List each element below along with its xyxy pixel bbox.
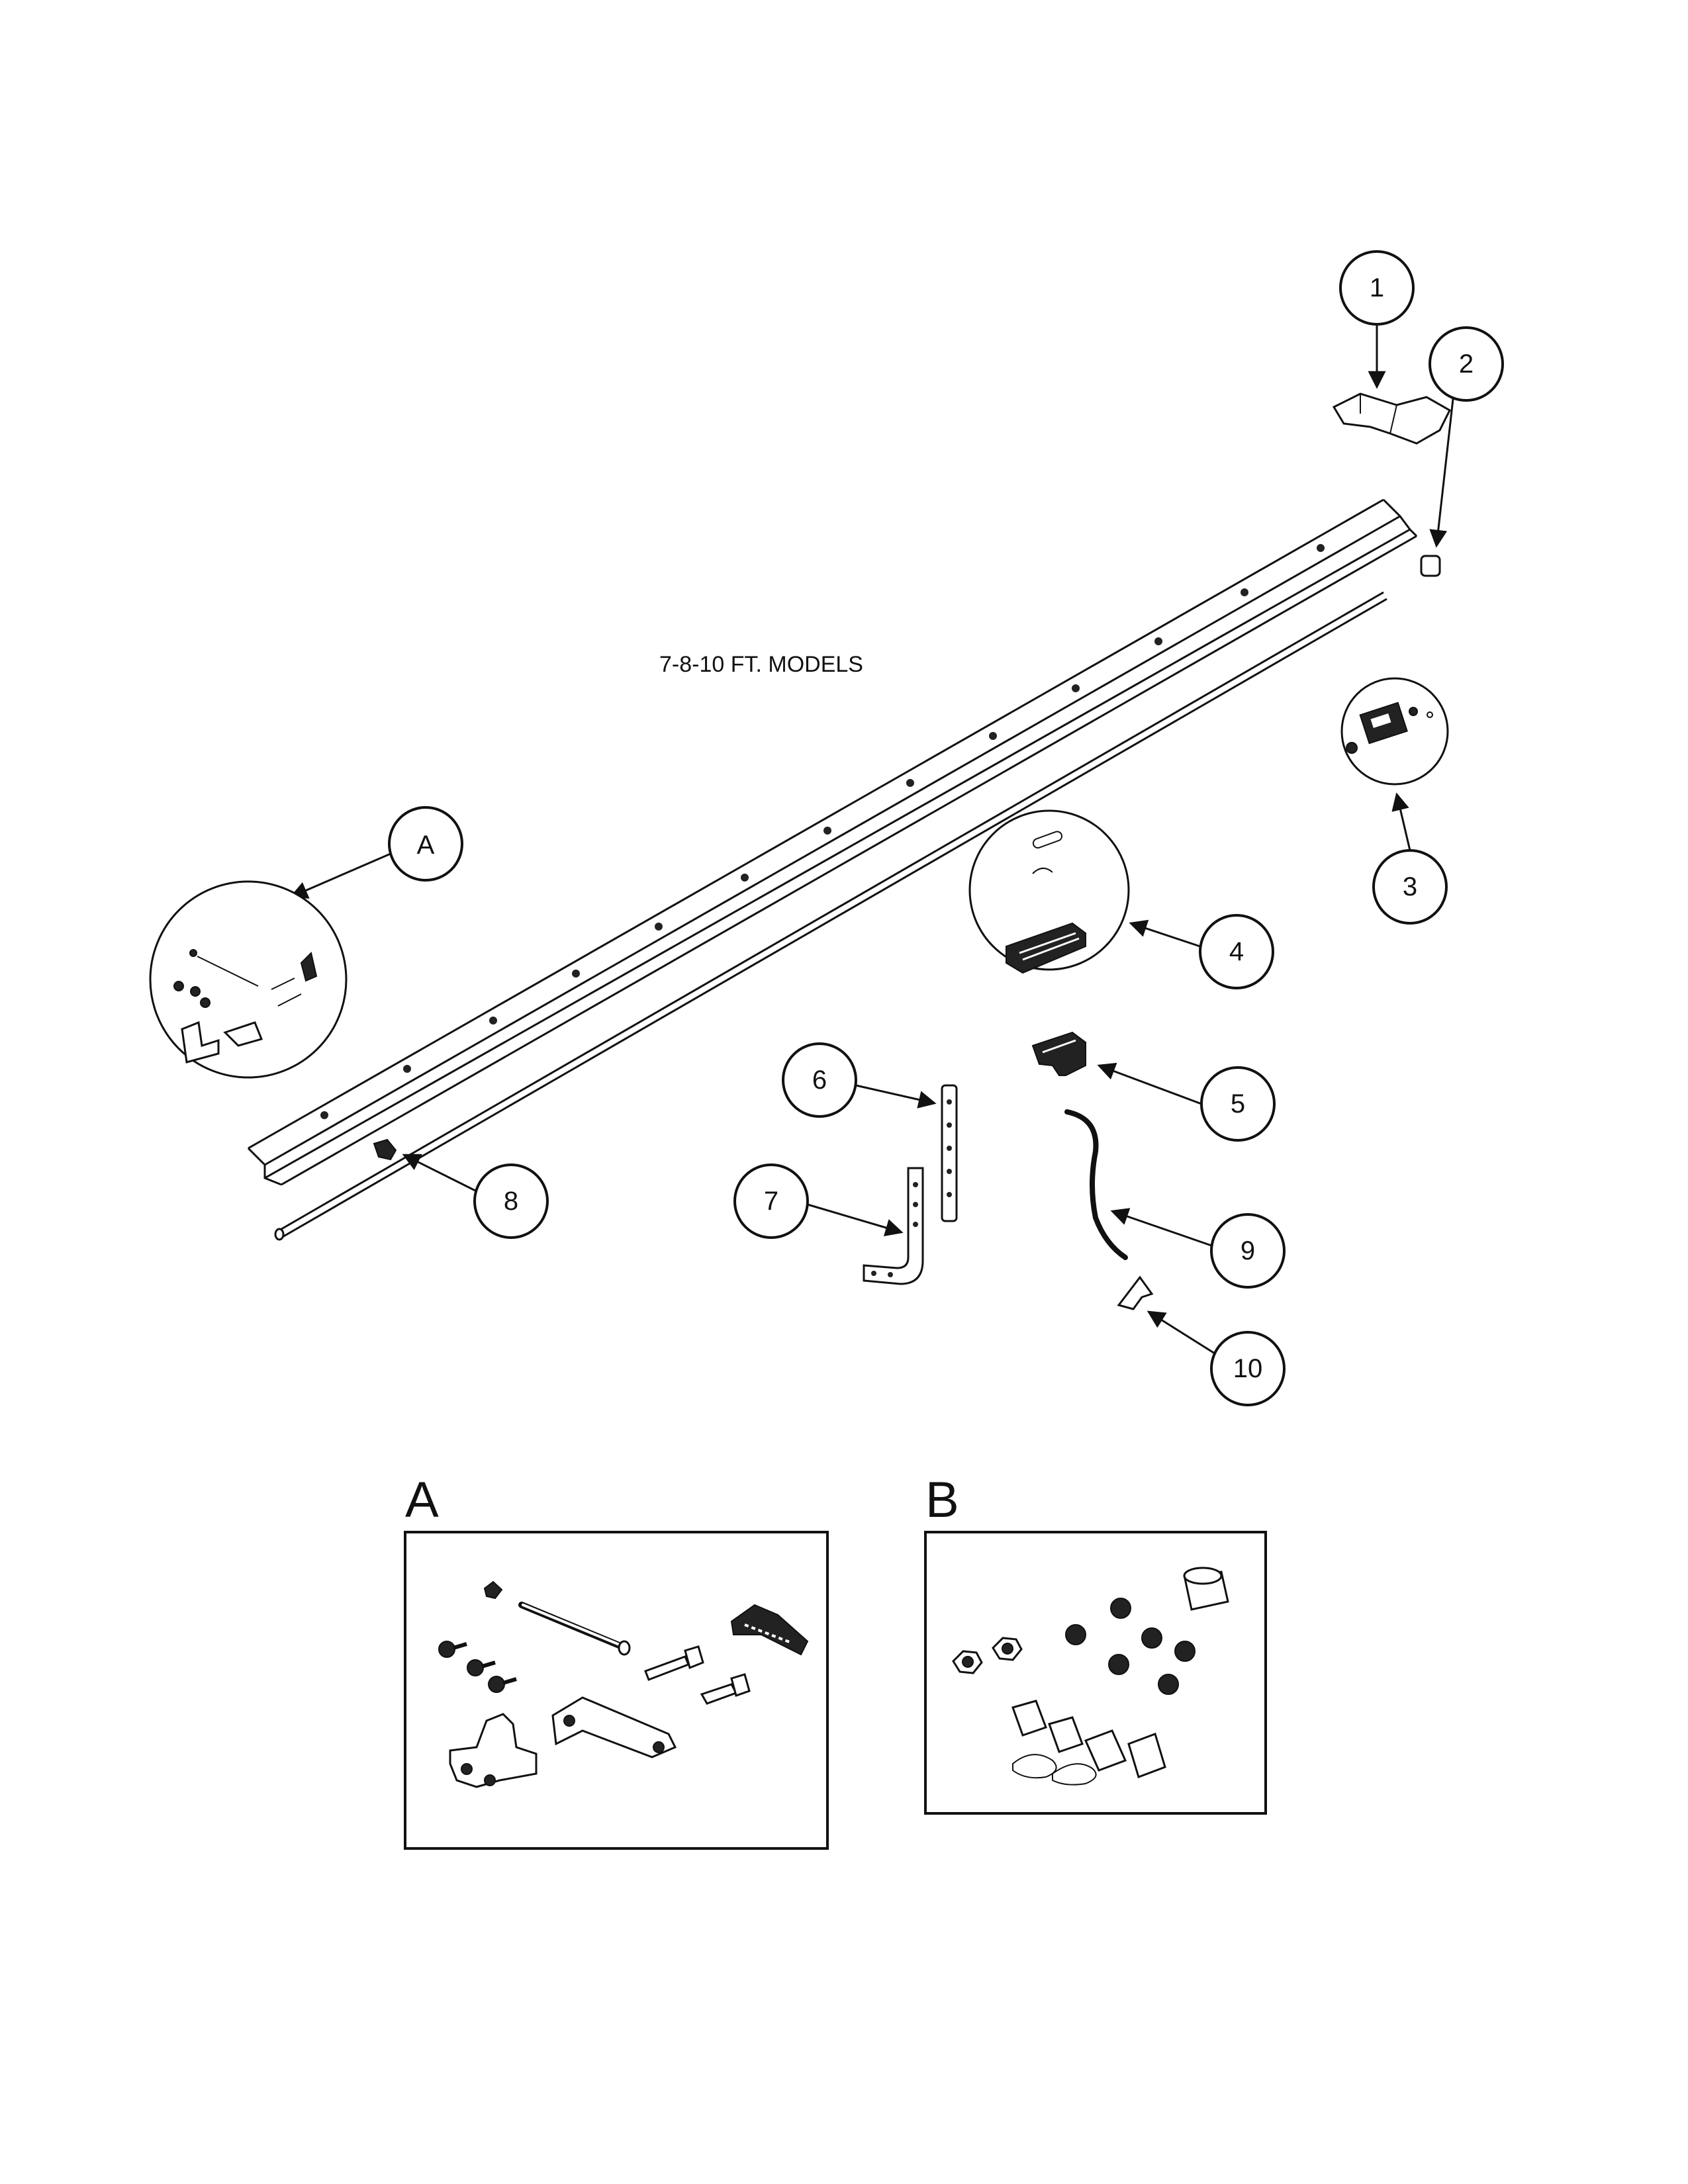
callout-6: 6 <box>782 1042 937 1118</box>
kit-b-screws <box>1065 1598 1196 1695</box>
svg-text:A: A <box>417 831 435 860</box>
svg-text:5: 5 <box>1231 1089 1245 1118</box>
callout-8: 8 <box>402 1154 549 1239</box>
svg-text:10: 10 <box>1233 1354 1263 1383</box>
rail-track <box>247 498 1418 1186</box>
svg-text:B: B <box>925 1472 959 1528</box>
callout-2: 2 <box>1429 326 1504 548</box>
callout-1: 1 <box>1339 250 1415 389</box>
svg-text:3: 3 <box>1403 872 1417 901</box>
callout-9: 9 <box>1110 1208 1286 1289</box>
part-7-curved-arm <box>863 1167 924 1285</box>
part-3-detail <box>1340 677 1449 786</box>
part-6-door-arm <box>941 1084 958 1222</box>
svg-text:8: 8 <box>504 1187 518 1216</box>
svg-text:A: A <box>405 1472 439 1528</box>
drive-rod <box>274 591 1387 1241</box>
part-2-bushing <box>1420 555 1441 577</box>
callout-5: 5 <box>1097 1062 1276 1142</box>
callout-7: 7 <box>733 1163 904 1239</box>
kit-A: A <box>404 1472 829 1850</box>
svg-text:9: 9 <box>1241 1236 1255 1265</box>
svg-text:7: 7 <box>764 1187 778 1216</box>
svg-text:6: 6 <box>812 1066 827 1095</box>
part-4-detail <box>968 809 1130 974</box>
svg-text:4: 4 <box>1229 937 1244 966</box>
svg-text:1: 1 <box>1370 273 1384 302</box>
part-8-clip <box>373 1138 397 1161</box>
kit-b-clips <box>1012 1754 1097 1786</box>
part-9-cord <box>1064 1109 1128 1260</box>
part-5-trolley <box>1031 1031 1086 1076</box>
callout-3: 3 <box>1372 792 1448 925</box>
part-1-bracket <box>1332 392 1451 445</box>
kit-b-pins <box>1011 1700 1166 1778</box>
diagram-title: 7-8-10 FT. MODELS <box>659 652 863 677</box>
callout-10: 10 <box>1147 1310 1286 1406</box>
kit-B: B <box>924 1472 1267 1815</box>
kit-b-nuts <box>952 1637 1023 1674</box>
kit-a-screws <box>438 1641 517 1693</box>
callout-A: A <box>289 806 463 899</box>
rail-holes <box>320 544 1325 1119</box>
hardware-bubble-A <box>149 880 348 1079</box>
part-10-handle <box>1117 1275 1154 1310</box>
svg-text:2: 2 <box>1459 349 1474 379</box>
kit-a-bolts <box>644 1645 751 1705</box>
callout-4: 4 <box>1129 914 1274 989</box>
